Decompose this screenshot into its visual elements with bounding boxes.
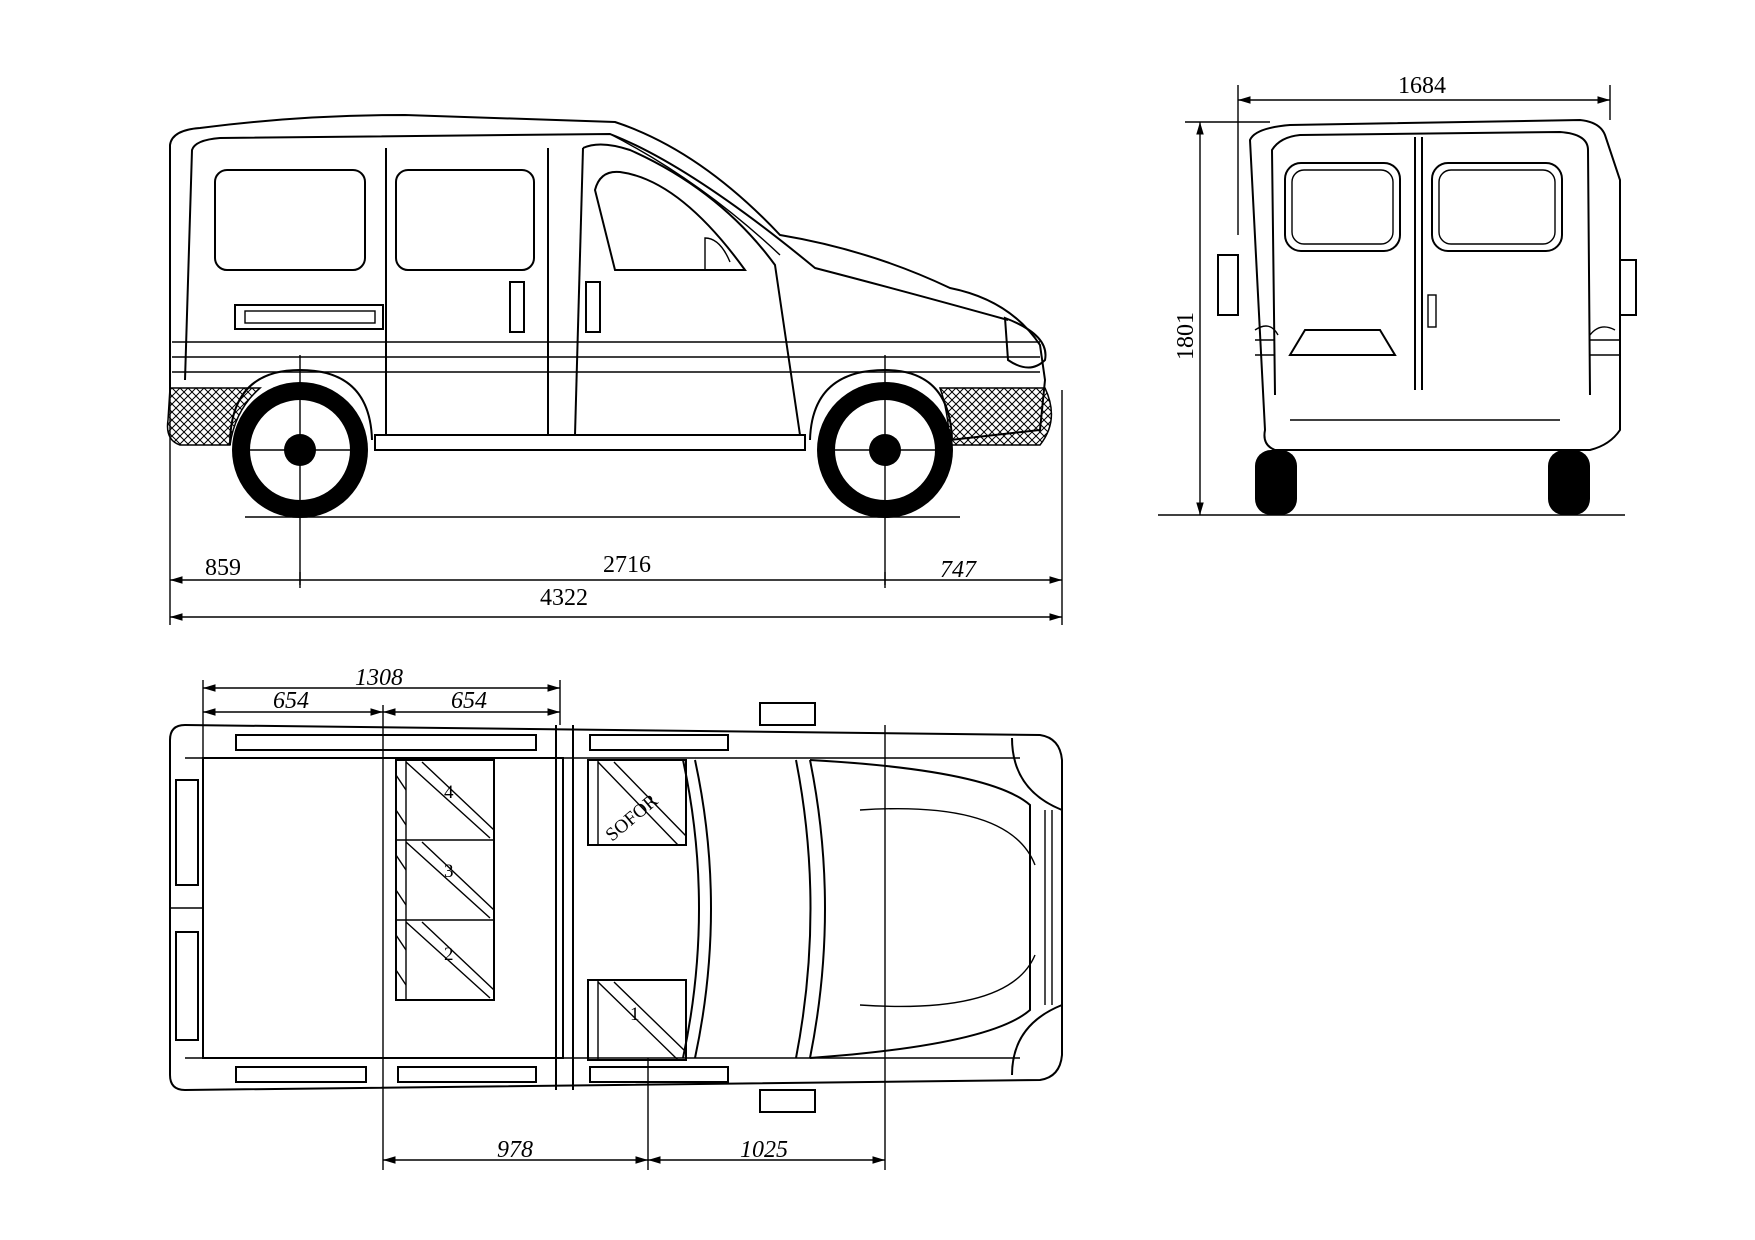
rear-window-left: [1284, 162, 1401, 252]
mirror-top-right: [759, 1089, 816, 1113]
rear-tyre-right: [1548, 450, 1590, 515]
passenger-seat: [587, 979, 687, 1061]
overall-width-label: 1684: [1398, 73, 1446, 99]
rear-half-b-label: 654: [451, 688, 487, 714]
driver-label: SOFOR: [602, 790, 663, 846]
front-door-handle: [585, 281, 601, 333]
overall-length-label: 4322: [540, 585, 588, 611]
front-section-label: 1025: [740, 1137, 788, 1163]
seat-label-2: 2: [444, 944, 454, 965]
rear-half-a-label: 654: [273, 688, 309, 714]
left-mirror: [1217, 254, 1239, 316]
seat-label-3: 3: [444, 861, 454, 882]
mirror-top-left: [759, 702, 816, 726]
wheelbase-label: 2716: [603, 552, 651, 578]
sliding-door-handle: [509, 281, 525, 333]
front-door-window: [593, 170, 747, 271]
license-plate: [1288, 329, 1397, 356]
rear-section-length-label: 1308: [355, 665, 403, 691]
rear-seat-bench: [395, 759, 495, 1001]
rear-window-right: [1431, 162, 1563, 252]
rear-door-handle: [1427, 294, 1437, 328]
rear-view: 1684 1801: [1158, 73, 1637, 516]
middle-section-label: 978: [497, 1137, 533, 1163]
top-view: 4 3 2 SOFOR 1 1308 654 654 978 1025: [169, 665, 1063, 1170]
seat-label-1: 1: [630, 1004, 640, 1025]
sliding-door-window: [395, 169, 535, 271]
overall-height-label: 1801: [1173, 312, 1199, 360]
rear-overhang-label: 747: [940, 557, 977, 583]
rear-side-window: [214, 169, 366, 271]
rear-tyre-left: [1255, 450, 1297, 515]
right-mirror: [1619, 259, 1637, 316]
side-view: 859 2716 747 4322: [166, 113, 1063, 625]
seat-label-4: 4: [444, 782, 454, 803]
front-overhang-label: 859: [205, 555, 241, 581]
driver-seat: [587, 759, 687, 846]
front-bumper: [938, 387, 1053, 446]
